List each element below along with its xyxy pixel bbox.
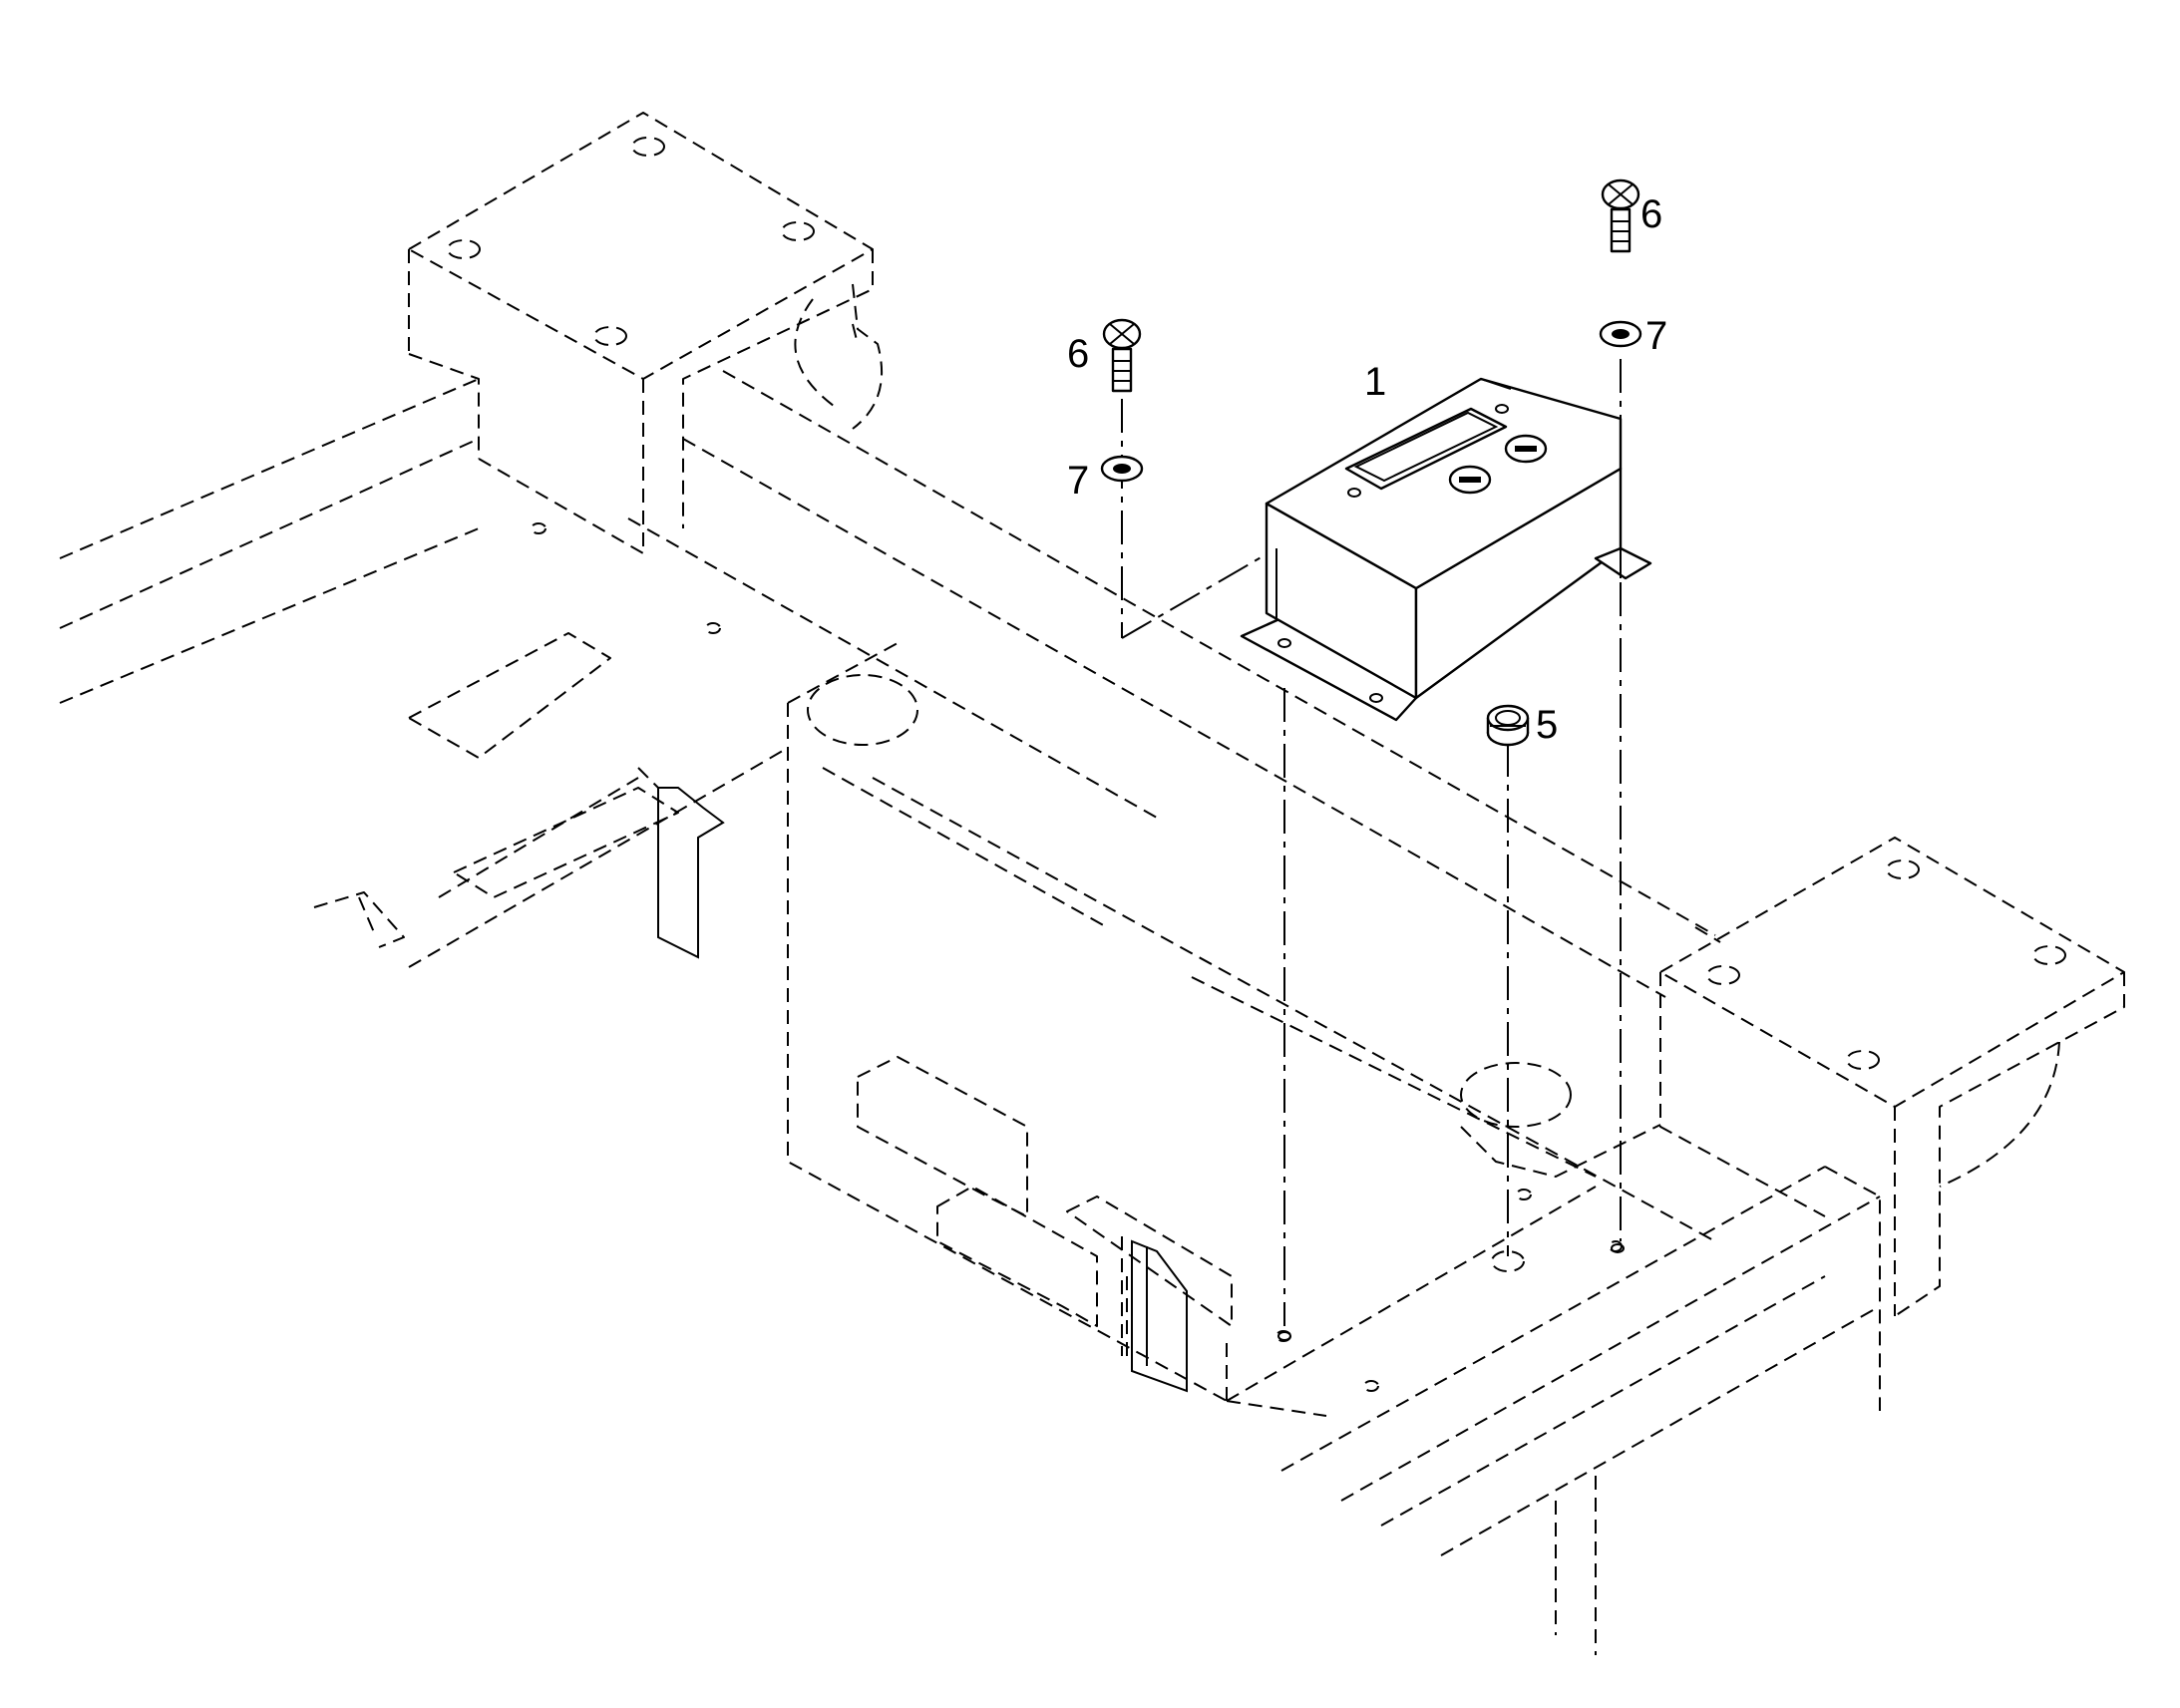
callout-7-right: 7 (1645, 314, 1667, 358)
base-plate (1226, 1062, 1881, 1655)
central-housing (787, 642, 1716, 1402)
left-bracket-tab (637, 767, 725, 959)
assembly-centerlines (1121, 359, 1625, 1341)
washer-right (1599, 320, 1642, 348)
screw-right (1601, 178, 1640, 253)
callout-6-left: 6 (1067, 332, 1089, 376)
callouts: 1 5 6 7 6 7 (1067, 192, 1667, 747)
cover-box (1240, 377, 1652, 722)
diagonal-crossbar (627, 370, 1716, 998)
upper-left-mount-block (408, 112, 884, 553)
callout-5: 5 (1536, 703, 1558, 747)
frame-phantom (59, 112, 2125, 1655)
left-rails (59, 353, 721, 704)
screw-left (1102, 318, 1142, 393)
callout-7-left: 7 (1067, 459, 1089, 503)
lower-right-mount-block (1659, 837, 2125, 1317)
left-floor-plates (313, 632, 789, 968)
callout-6-right: 6 (1640, 192, 1662, 236)
washer-left (1100, 455, 1144, 483)
plug (1486, 704, 1530, 747)
front-bracket-tab (1131, 1239, 1188, 1393)
callout-1: 1 (1364, 360, 1386, 404)
